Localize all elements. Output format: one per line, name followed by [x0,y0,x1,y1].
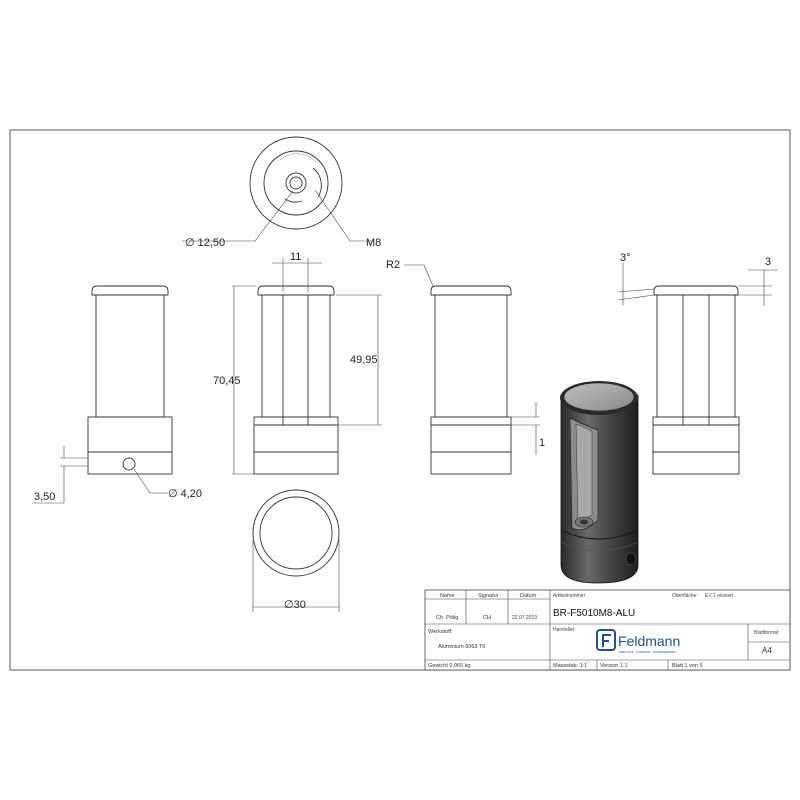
feldmann-logo: Feldmann EDELSTAHL · ALUMINIUM · SCHMIED… [596,629,680,654]
top-view: ∅ 12,50 M8 [182,136,381,249]
front-view-slot: 11 70,45 49,95 [213,251,382,475]
dim-gap-1: 1 [539,437,545,449]
dim-thread: M8 [366,237,381,249]
dim-radius: R2 [386,259,400,271]
dim-width-11: 11 [290,251,301,263]
dim-angle: 3° [620,252,631,264]
tb-format-label: Blattformat [754,630,779,636]
tb-col-date: Datum [520,593,537,599]
front-view-chamfer: 3° 3 [617,252,778,475]
tb-format-value: A4 [762,646,772,655]
tb-row-signature: CH [483,615,491,621]
dim-outer-diameter: ∅30 [284,599,306,611]
tb-manufacturer-label: Hersteller [553,627,575,633]
front-view-hole: 3,50 ∅ 4,20 [32,285,202,504]
isometric-3d-view [560,381,639,584]
dim-height-slot: 49,95 [350,354,378,366]
tb-col-name: Name [440,593,455,599]
tb-material-label: Werkstoff: [428,629,453,635]
bottom-view: ∅30 [252,489,340,612]
dim-chamfer: 3 [765,256,771,268]
tb-col-signature: Signatur [478,593,499,599]
title-block: Name Signatur Datum Ch. Pölig CH 22.07.2… [424,589,791,671]
tb-row-name: Ch. Pölig [436,615,458,621]
tb-version: Version 1.1 [600,663,628,669]
feldmann-logo-icon [596,629,616,651]
tb-weight: Gewicht 0,065 kg [428,663,471,669]
front-view-radius: R2 1 [386,259,545,475]
tb-logo-tagline: EDELSTAHL · ALUMINIUM · SCHMIEDEARBEIT [619,650,676,654]
dim-height-total: 70,45 [213,375,241,387]
tb-sheet: Blatt 1 von 5 [672,663,703,669]
dim-offset: 3,50 [34,491,55,503]
tb-scale: Massstab: 1:1 [553,663,587,669]
sheet-border [9,129,791,671]
tb-material-value: Aluminium 6063 T6 [438,644,485,650]
dim-top-diameter: ∅ 12,50 [185,237,225,249]
tb-logo-name: Feldmann [618,633,680,649]
tb-surface-label: Oberfläche: [672,593,698,599]
tb-article-number: BR-F5010M8-ALU [553,608,635,619]
tb-row-date: 22.07.2019 [512,615,537,621]
dim-hole-diameter: ∅ 4,20 [168,488,202,500]
tb-article-label: Artikelnummer [553,593,586,599]
tb-surface-value: EV 1 eloxiert [705,593,734,599]
